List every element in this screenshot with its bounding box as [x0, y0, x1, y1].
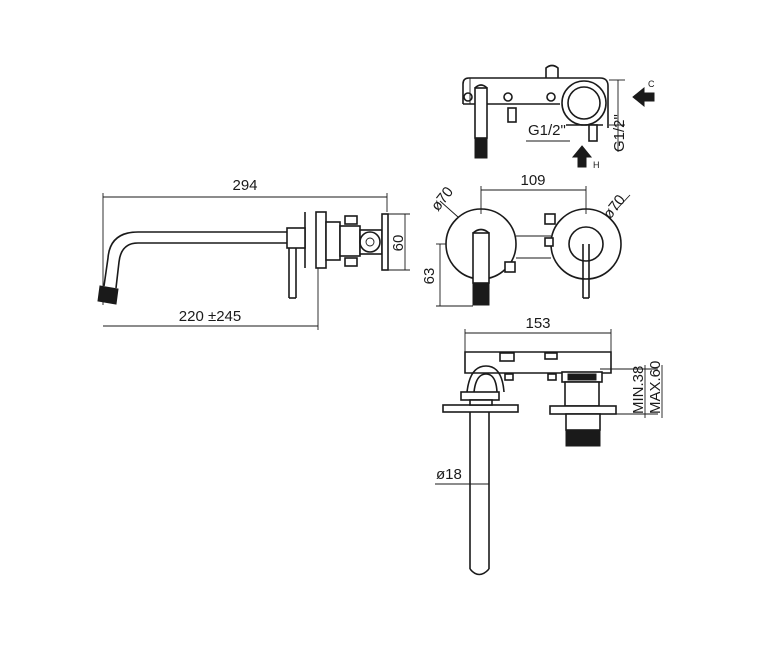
dim-body-width: 153 [525, 315, 550, 332]
dim-front-height: 63 [421, 268, 438, 285]
cold-inlet-arrow-icon [632, 86, 655, 108]
dim-centers: 109 [520, 172, 545, 189]
aerator-icon [97, 285, 119, 305]
hot-label: H [593, 160, 600, 170]
dim-height: 60 [390, 235, 407, 252]
dim-total-length: 294 [232, 177, 257, 194]
cold-label: C [648, 79, 655, 89]
dim-right-plate: ø70 [600, 192, 629, 223]
hot-inlet-arrow-icon [571, 145, 593, 168]
thread-outlet-label: G1/2" [611, 114, 628, 152]
dim-left-plate: ø70 [428, 184, 457, 215]
dim-wall-min: MIN.38 [630, 366, 647, 414]
dim-wall-max: MAX.60 [647, 361, 664, 414]
dim-projection: 220 ±245 [179, 308, 241, 325]
bottom-view: 153 MIN.38 MAX.60 ø18 [435, 315, 664, 576]
top-view: G1/2" G1/2" C H [462, 64, 655, 170]
dim-spout-diameter: ø18 [436, 466, 462, 483]
front-view: 109 ø70 ø70 63 [421, 172, 631, 307]
side-view: 294 60 220 ±245 [97, 177, 410, 330]
thread-inlet-label: G1/2" [528, 122, 566, 139]
